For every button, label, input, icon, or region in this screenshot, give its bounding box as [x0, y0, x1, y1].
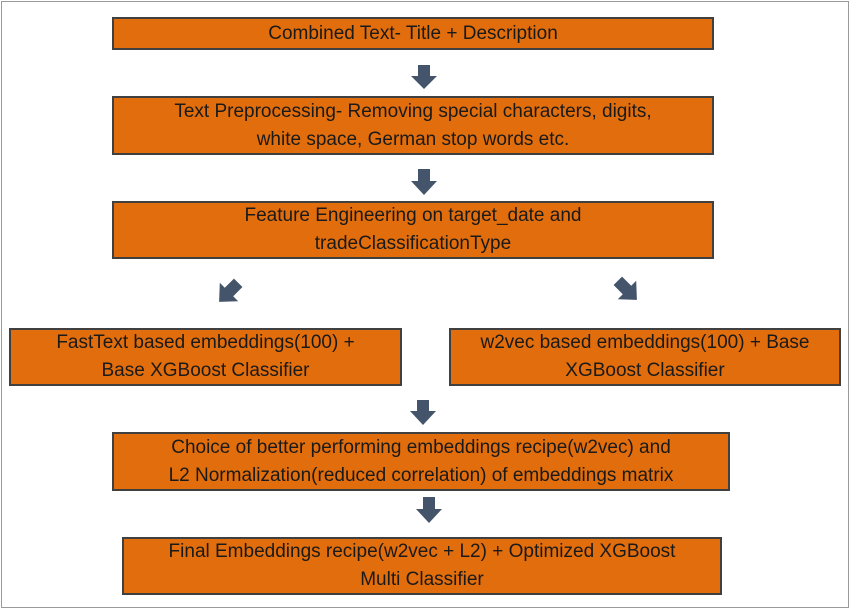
step-7-final-embeddings: Final Embeddings recipe(w2vec + L2) + Op…: [122, 537, 722, 595]
step-3-line-1: Feature Engineering on target_date and: [244, 205, 582, 226]
step-1-combined-text: Combined Text- Title + Description: [112, 17, 714, 50]
step-6-choice-and-normalization: Choice of better performing embeddings r…: [112, 432, 730, 491]
step-3-line-2: tradeClassificationType: [314, 233, 512, 254]
step-5-w2vec-embeddings: w2vec based embeddings(100) + Base XGBoo…: [449, 328, 841, 386]
step-7-text: Final Embeddings recipe(w2vec + L2) + Op…: [169, 538, 676, 594]
step-2-text: Text Preprocessing- Removing special cha…: [174, 98, 651, 154]
step-6-text: Choice of better performing embeddings r…: [169, 434, 674, 490]
step-1-text: Combined Text- Title + Description: [268, 20, 558, 48]
step-2-line-1: Text Preprocessing- Removing special cha…: [174, 100, 652, 122]
step-4-line-2: Base XGBoost Classifier: [101, 360, 310, 381]
step-7-line-2: Multi Classifier: [360, 569, 484, 590]
step-7-line-1: Final Embeddings recipe(w2vec + L2) + Op…: [168, 541, 676, 562]
step-3-feature-engineering: Feature Engineering on target_date and t…: [112, 201, 714, 259]
step-5-line-1: w2vec based embeddings(100) + Base: [480, 332, 810, 353]
step-4-line-1: FastText based embeddings(100) +: [56, 332, 355, 353]
step-6-line-1: Choice of better performing embeddings r…: [171, 436, 671, 458]
step-5-text: w2vec based embeddings(100) + Base XGBoo…: [480, 329, 809, 385]
step-4-text: FastText based embeddings(100) + Base XG…: [56, 329, 354, 385]
step-4-fasttext-embeddings: FastText based embeddings(100) + Base XG…: [9, 328, 402, 386]
step-6-line-2: L2 Normalization(reduced correlation) of…: [168, 464, 674, 486]
step-1-line-1: Combined Text- Title + Description: [268, 22, 558, 44]
step-2-line-2: white space, German stop words etc.: [256, 128, 570, 150]
step-3-text: Feature Engineering on target_date and t…: [245, 202, 582, 258]
step-2-text-preprocessing: Text Preprocessing- Removing special cha…: [112, 96, 714, 155]
step-5-line-2: XGBoost Classifier: [565, 360, 725, 381]
